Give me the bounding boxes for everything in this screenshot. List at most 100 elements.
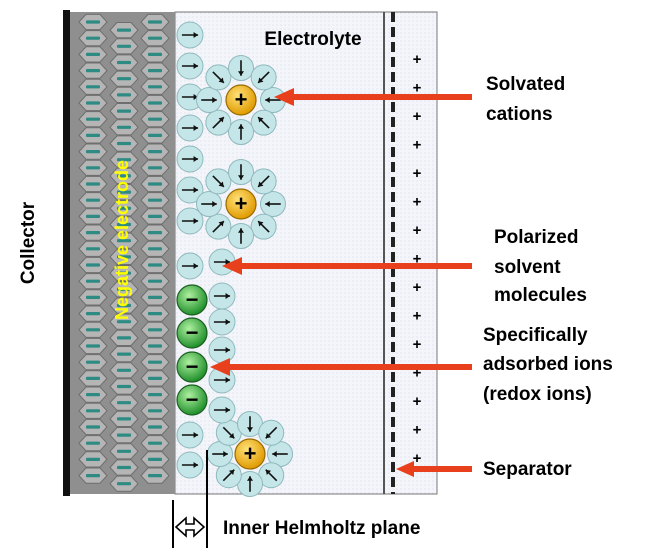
electrode-charge-dash xyxy=(86,85,100,89)
polarized-solvent-line-3: molecules xyxy=(494,285,587,306)
inner-helmholtz-label: Inner Helmholtz plane xyxy=(223,518,420,539)
electrode-charge-dash xyxy=(117,271,131,275)
electrode-charge-dash xyxy=(86,344,100,348)
solvent-molecule xyxy=(176,52,204,80)
svg-text:+: + xyxy=(244,441,257,466)
electrode-charge-dash xyxy=(117,125,131,129)
electrode-charge-dash xyxy=(117,255,131,259)
electrode-charge-dash xyxy=(86,52,100,56)
negative-electrode xyxy=(69,12,175,494)
svg-text:+: + xyxy=(235,191,248,216)
electrode-charge-dash xyxy=(117,449,131,453)
electrode-charge-dash xyxy=(117,465,131,470)
electrode-charge-dash xyxy=(117,401,131,405)
solvated-cations-line-2: cations xyxy=(486,104,553,125)
electrode-charge-dash xyxy=(117,417,131,421)
solvent-molecule xyxy=(205,109,232,136)
electrode-charge-dash xyxy=(148,85,162,89)
solvent-molecule xyxy=(250,109,277,136)
electrode-charge-dash xyxy=(148,457,162,461)
electrode-charge-dash xyxy=(117,93,131,97)
separator-plus-sign: + xyxy=(413,137,422,154)
electrode-charge-dash xyxy=(86,425,100,429)
solvent-molecule xyxy=(176,421,204,449)
solvent-molecule xyxy=(208,282,236,310)
electrode-charge-dash xyxy=(117,60,131,65)
electrode-charge-dash xyxy=(148,409,162,413)
electrode-charge-dash xyxy=(117,433,131,437)
solvent-molecule xyxy=(215,462,242,489)
solvent-molecule xyxy=(250,168,277,195)
arrow-solvated-cations-head xyxy=(274,88,294,106)
svg-text:−: − xyxy=(186,354,199,379)
collector-bar xyxy=(63,10,70,496)
electrode-charge-dash xyxy=(148,69,162,73)
electrode-charge-dash xyxy=(117,384,131,389)
electrode-charge-dash xyxy=(86,474,100,478)
electrode-charge-dash xyxy=(148,101,162,105)
electrode-charge-dash xyxy=(86,214,100,218)
electrode-charge-dash xyxy=(148,312,162,316)
svg-text:−: − xyxy=(186,320,199,345)
pointer-arrows xyxy=(210,88,472,477)
solvent-molecule xyxy=(176,145,204,173)
electrode-charge-dash xyxy=(148,198,162,202)
electrode-charge-dash xyxy=(117,28,131,32)
electrode-charge-dash xyxy=(117,222,131,227)
electrode-charge-dash xyxy=(148,247,162,251)
electrode-charge-dash xyxy=(117,141,131,146)
electrode-charge-dash xyxy=(117,368,131,372)
solvent-molecule xyxy=(228,119,254,145)
electrode-charge-dash xyxy=(86,457,100,461)
specifically-adsorbed-line-1: Specifically xyxy=(483,325,588,346)
solvent-molecule xyxy=(228,159,254,185)
solvent-molecule xyxy=(258,462,285,489)
separator-plus-sign: + xyxy=(413,165,422,182)
electrode-charge-dash xyxy=(117,482,131,486)
electrode-charge-dash xyxy=(117,303,131,308)
electrode-charge-dash xyxy=(148,425,162,429)
solvent-molecule xyxy=(208,336,236,364)
electrode-charge-dash xyxy=(86,393,100,397)
svg-text:−: − xyxy=(186,287,199,312)
negative-electrode-label: Negative electrode xyxy=(112,160,132,320)
solvent-molecule xyxy=(205,213,232,240)
electrode-charge-dash xyxy=(86,133,100,137)
solvent-molecule xyxy=(260,191,286,217)
solvent-molecule xyxy=(237,471,263,497)
specifically-adsorbed-line-2: adsorbed ions xyxy=(483,354,613,375)
electrode-charge-dash xyxy=(148,52,162,56)
electrode-charge-dash xyxy=(148,231,162,235)
separator-plus-sign: + xyxy=(413,108,422,125)
arrow-separator-head xyxy=(396,461,414,477)
electrode-charge-dash xyxy=(148,263,162,267)
electrode-charge-dash xyxy=(117,190,131,194)
electrode-charge-dash xyxy=(86,376,100,380)
svg-text:+: + xyxy=(235,87,248,112)
electrode-charge-dash xyxy=(148,150,162,154)
electrode-charge-dash xyxy=(86,409,100,413)
electrode-charge-dash xyxy=(148,117,162,121)
electrode-charge-dash xyxy=(86,101,100,105)
electrode-charge-dash xyxy=(148,393,162,397)
electrode-charge-dash xyxy=(148,360,162,364)
solvent-molecule xyxy=(176,176,204,204)
electrode-charge-dash xyxy=(86,150,100,154)
separator-plus-sign: + xyxy=(413,308,422,325)
separator-plus-sign: + xyxy=(413,251,422,268)
separator-plus-sign: + xyxy=(413,393,422,410)
solvent-molecule xyxy=(205,64,232,91)
electrode-charge-dash xyxy=(86,247,100,251)
electrode-charge-dash xyxy=(117,109,131,113)
electrode-charge-dash xyxy=(117,287,131,291)
electrode-charge-dash xyxy=(148,36,162,40)
polarized-solvent-line-2: solvent xyxy=(494,257,561,278)
electrode-charge-dash xyxy=(86,20,100,24)
electrode-charge-dash xyxy=(148,474,162,478)
solvent-molecule xyxy=(258,419,285,446)
electrode-charge-dash xyxy=(86,36,100,40)
electrode-charge-dash xyxy=(86,360,100,364)
electrode-charge-dash xyxy=(117,44,131,48)
separator-plus-sign: + xyxy=(413,80,422,97)
electrode-charge-dash xyxy=(117,336,131,340)
